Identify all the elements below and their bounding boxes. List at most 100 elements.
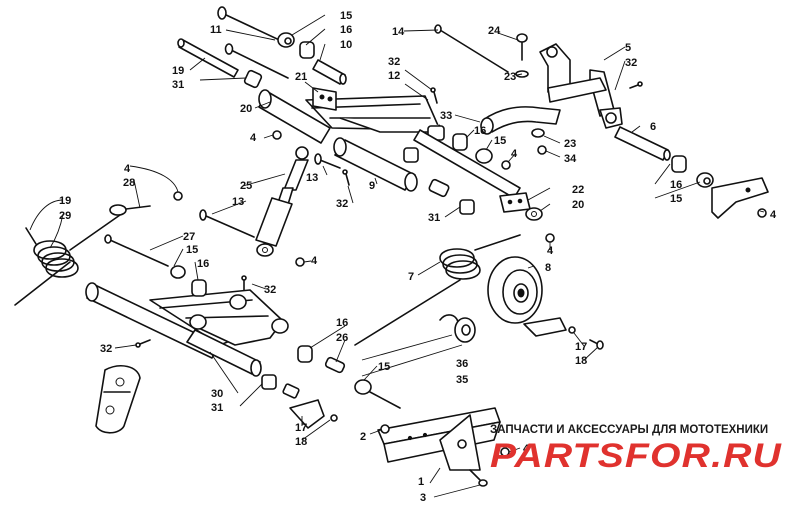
callout: 35 — [456, 374, 468, 386]
callout: 10 — [340, 39, 352, 51]
callout: 16 — [197, 258, 209, 270]
callout: 17 — [575, 341, 587, 353]
long-bolt-14 — [434, 24, 509, 73]
callout: 12 — [388, 70, 400, 82]
washer-23-a — [531, 128, 545, 138]
callout: 31 — [172, 79, 184, 91]
bolt-13-lower — [199, 209, 255, 238]
nut-4-d — [501, 160, 511, 170]
callout: 15 — [340, 10, 352, 22]
callout: 23 — [564, 138, 576, 150]
callout: 5 — [625, 42, 631, 54]
spacer-tube-10 — [312, 59, 347, 85]
bearing-35 — [454, 317, 476, 343]
callout: 16 — [340, 24, 352, 36]
callout: 17 — [295, 422, 307, 434]
callout: 4 — [250, 132, 257, 144]
callout: 23 — [504, 71, 516, 83]
callout: 15 — [670, 193, 682, 205]
bushing-15-left — [170, 265, 186, 279]
rear-linkage-5 — [539, 43, 623, 129]
callout: 16 — [474, 125, 486, 137]
callout: 14 — [392, 26, 405, 38]
bushing-16-top — [299, 41, 315, 59]
spacer-lower — [282, 383, 300, 399]
callout: 32 — [100, 343, 112, 355]
slide-rail-1 — [377, 407, 501, 471]
bushing-15-top — [277, 32, 295, 48]
callout: 8 — [545, 262, 551, 274]
nut-4-f — [173, 191, 183, 201]
left-slide-bracket — [95, 365, 141, 434]
bolt-24 — [515, 33, 529, 78]
callout: 22 — [572, 184, 584, 196]
long-bolt-27 — [104, 234, 169, 267]
callout: 19 — [172, 65, 184, 77]
watermark-brand: PARTSFOR.RU — [490, 437, 783, 475]
nut-34 — [537, 145, 547, 155]
washer-20 — [525, 207, 543, 221]
leader-lines — [29, 14, 765, 498]
callout: 16 — [670, 179, 682, 191]
callout: 26 — [336, 332, 348, 344]
callout: 24 — [488, 25, 501, 37]
callout: 19 — [59, 195, 71, 207]
bushing-16-left — [191, 279, 207, 297]
bracket-right — [711, 177, 769, 219]
watermark-tagline: ЗАПЧАСТИ И АКСЕССУАРЫ ДЛЯ МОТОТЕХНИКИ — [490, 424, 768, 436]
shock-absorber-25 — [255, 146, 309, 257]
callout: 36 — [456, 358, 468, 370]
callout: 32 — [264, 284, 276, 296]
callout: 4 — [511, 148, 518, 160]
grease-fitting-32-d — [241, 275, 247, 291]
bushing-16-center — [452, 133, 468, 151]
callout: 4 — [124, 163, 131, 175]
bolt-3 — [469, 469, 488, 487]
grease-fitting-32-a — [430, 87, 438, 104]
watermark: ЗАПЧАСТИ И АКСЕССУАРЫ ДЛЯ МОТОТЕХНИКИ PA… — [490, 424, 783, 475]
callout: 13 — [306, 172, 318, 184]
grease-fitting-32-b — [342, 169, 350, 186]
callout: 9 — [369, 180, 375, 192]
axle-bracket-right — [523, 317, 604, 350]
spacer-center — [428, 178, 450, 198]
bolt-13-upper — [314, 153, 341, 169]
callout: 15 — [494, 135, 506, 147]
callout: 32 — [388, 56, 400, 68]
callout: 13 — [232, 196, 244, 208]
callout: 18 — [575, 355, 587, 367]
bushing-15-right — [696, 172, 714, 188]
nut-4-b — [295, 257, 305, 267]
callout: 29 — [59, 210, 71, 222]
callout: 4 — [770, 209, 777, 221]
nut-2 — [380, 424, 390, 434]
rod-lower — [369, 391, 401, 409]
grease-fitting-32-e — [135, 339, 151, 348]
eyebolt-28 — [109, 204, 151, 216]
torsion-spring-7 — [354, 234, 521, 346]
bushing-15-center — [475, 148, 493, 164]
callout: 3 — [420, 492, 426, 504]
callout: 15 — [186, 244, 198, 256]
callout-labels: 1 2 3 4 4 4 4 4 4 4 5 6 7 8 9 10 11 12 1… — [59, 10, 777, 504]
long-bolt-11b — [224, 43, 289, 79]
torsion-spring-29 — [14, 214, 121, 306]
lower-front-arm — [85, 282, 289, 377]
rod-19-top — [177, 38, 239, 78]
callout: 7 — [408, 271, 414, 283]
callout: 20 — [240, 103, 252, 115]
callout: 1 — [418, 476, 424, 488]
callout: 18 — [295, 436, 307, 448]
nut-4-c — [757, 208, 767, 218]
callout: 4 — [523, 443, 530, 455]
callout: 15 — [378, 361, 390, 373]
bushing-16-right — [671, 155, 687, 173]
curved-arm-33 — [480, 106, 561, 135]
bushing-31-center — [459, 199, 475, 215]
callout: 31 — [211, 402, 223, 414]
callout: 6 — [650, 121, 656, 133]
callout: 32 — [625, 57, 637, 69]
bushing-31-top — [243, 69, 263, 89]
callout: 33 — [440, 110, 452, 122]
